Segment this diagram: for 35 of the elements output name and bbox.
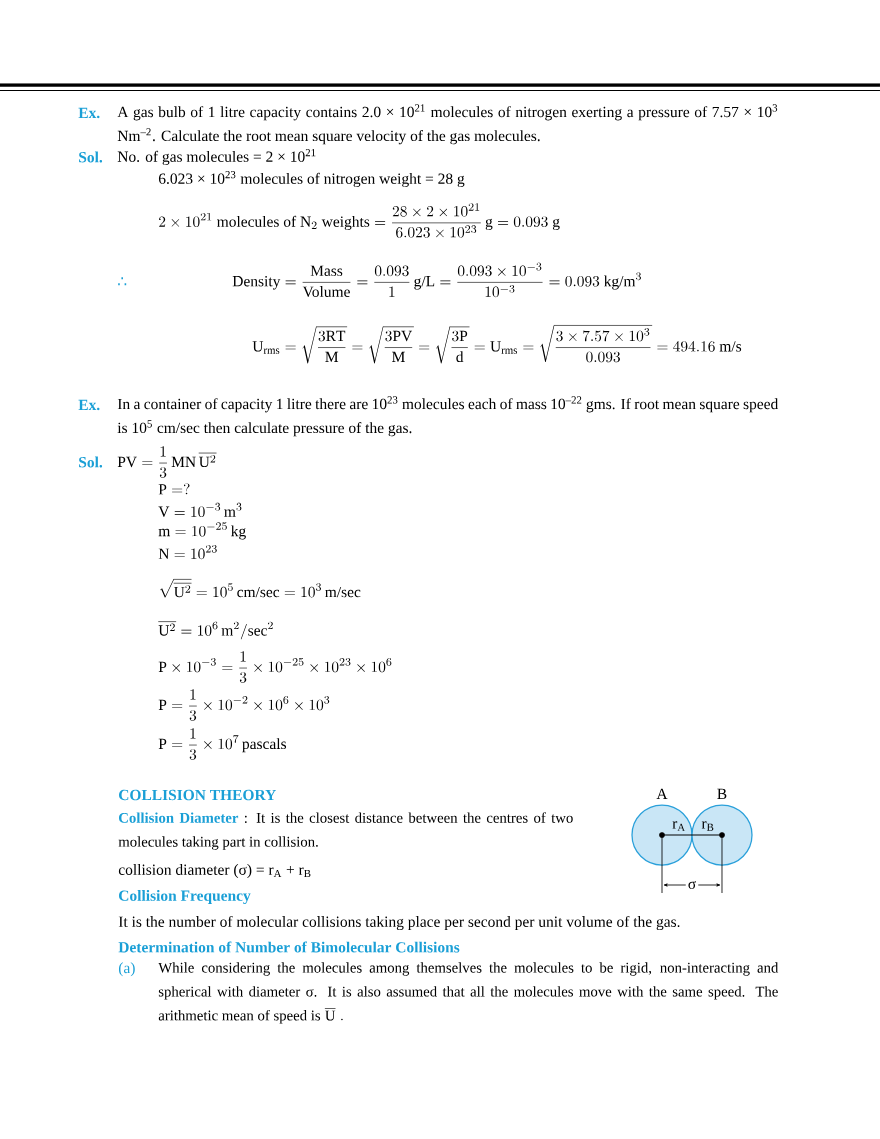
- formula: $2\times10^{21}\mbox{ molecules of N}_2\mbox{ weights} = \dfrac{28\times2\times10^{21}}{6.023\times10^{23}}\,\mbox{g} = 0.093\mbox{ g}$: [159, 203, 560, 238]
- formula: $\overline{\mathrm{U}^2} = 10^6\,\mbox{m}^2/\mbox{sec}^2$: [158, 621, 273, 640]
- formula: $\mathrm{U}_{\mathrm{rms}} = \sqrt{\dfrac{3\mathrm{RT}}{\mathrm{M}}} = \sqrt{\dfrac{3\mathrm{PV}}{\mathrm{M}}} = \sqrt{\dfrac{3\mathrm{P}}{\mathrm{d}}} = \mathrm{U}_{\mathrm{rms}} = \sqrt{\dfrac{3\times7.57\times10^{3}}{0.093}} = 494.16\mbox{ m/s}$: [252, 325, 742, 364]
- example-label: Ex.: [78, 399, 100, 411]
- radius-label: r$_{A}$: [672, 821, 686, 831]
- item-label: (a): [118, 962, 135, 977]
- solution-label: Sol.: [79, 456, 103, 468]
- node-label: B: [717, 788, 727, 799]
- formula: $\mathrm{m} = 10^{-25}\,\mathrm{kg}$: [158, 522, 246, 540]
- definition-text: It is the number of molecular collisions taking place per second per unit volume of the gas.: [118, 915, 680, 931]
- radius-label: r$_{B}$: [701, 821, 714, 831]
- section-heading: COLLISION THEORY: [119, 789, 276, 801]
- subheading: Collision Frequency: [119, 890, 251, 905]
- formula: $\mathrm{PV} = \dfrac{1}{3}\,\mathrm{MN}\,\overline{\mathrm{U}^2}$: [117, 446, 217, 478]
- formula: $\mathrm{P} = ?$: [158, 483, 190, 495]
- formula: $\mathrm{V} = 10^{-3}\,\mathrm{m}^3$: [158, 502, 242, 518]
- example-label: Ex.: [78, 107, 100, 119]
- solution-line: 6.023 × 10$^{23}$ molecules of nitrogen weight = 28 g: [158, 170, 465, 188]
- question-text: A gas bulb of 1 litre capacity contains 2.0 × 10$^{21}$ molecules of nitrogen exerting a pressure of 7.57 × 10$^{3}$ Nm$^{–2}$. Calculate the root mean square velocity of the gas molecules.: [117, 104, 778, 145]
- formula: $\sqrt{\overline{\mathrm{U}^2}} = 10^5\,\mbox{cm/sec} = 10^3\,\mbox{m/sec}$: [160, 579, 361, 598]
- formula: $\mathrm{P}\times10^{-3} = \dfrac{1}{3}\times10^{-25}\times10^{23}\times10^{6}$: [158, 651, 392, 683]
- node-label: A: [656, 788, 668, 799]
- dimension-label: σ: [685, 878, 699, 892]
- solution-line: No. of gas molecules = 2 × 10$^{21}$: [117, 148, 316, 166]
- formula-line: collision diameter (σ) = r$_{A}$ + r$_{B}$: [118, 864, 311, 878]
- formula: $\mathrm{N} = 10^{23}$: [158, 545, 217, 560]
- formula: $\mathrm{P} = \dfrac{1}{3}\times10^{7}\,\mbox{pascals}$: [158, 728, 286, 760]
- formula: $\mbox{Density} = \dfrac{\mbox{Mass}}{\mbox{Volume}} = \dfrac{0.093}{1}\,\mbox{g/L} = \dfrac{0.093\times10^{-3}}{10^{-3}} = 0.093\mbox{ kg/m}^3$: [232, 262, 641, 298]
- subheading: Determination of Number of Bimolecular Collisions: [118, 941, 460, 953]
- solution-label: Sol.: [79, 151, 103, 163]
- question-text: In a container of capacity 1 litre there are 10$^{23}$ molecules each of mass 10$^{–22}$ gms. If root mean square speed is 10$^{5}$ cm/sec then calculate pressure of the gas.: [117, 396, 779, 437]
- definition-paragraph: Collision Diameter : It is the closest distance between the centres of two molecules taking part in collision.: [118, 812, 573, 850]
- formula: $\mathrm{P} = \dfrac{1}{3}\times10^{-2}\times10^{6}\times10^{3}$: [158, 689, 330, 721]
- item-text: While considering the molecules among themselves the molecules to be rigid, non-interacting and spherical with diameter σ. It is also assumed that all the molecules move with the same speed. The arithmetic mean of speed is $\;\overline{\mathrm{U}}\;.$: [158, 962, 779, 1024]
- therefore-sign: ∴: [118, 277, 127, 286]
